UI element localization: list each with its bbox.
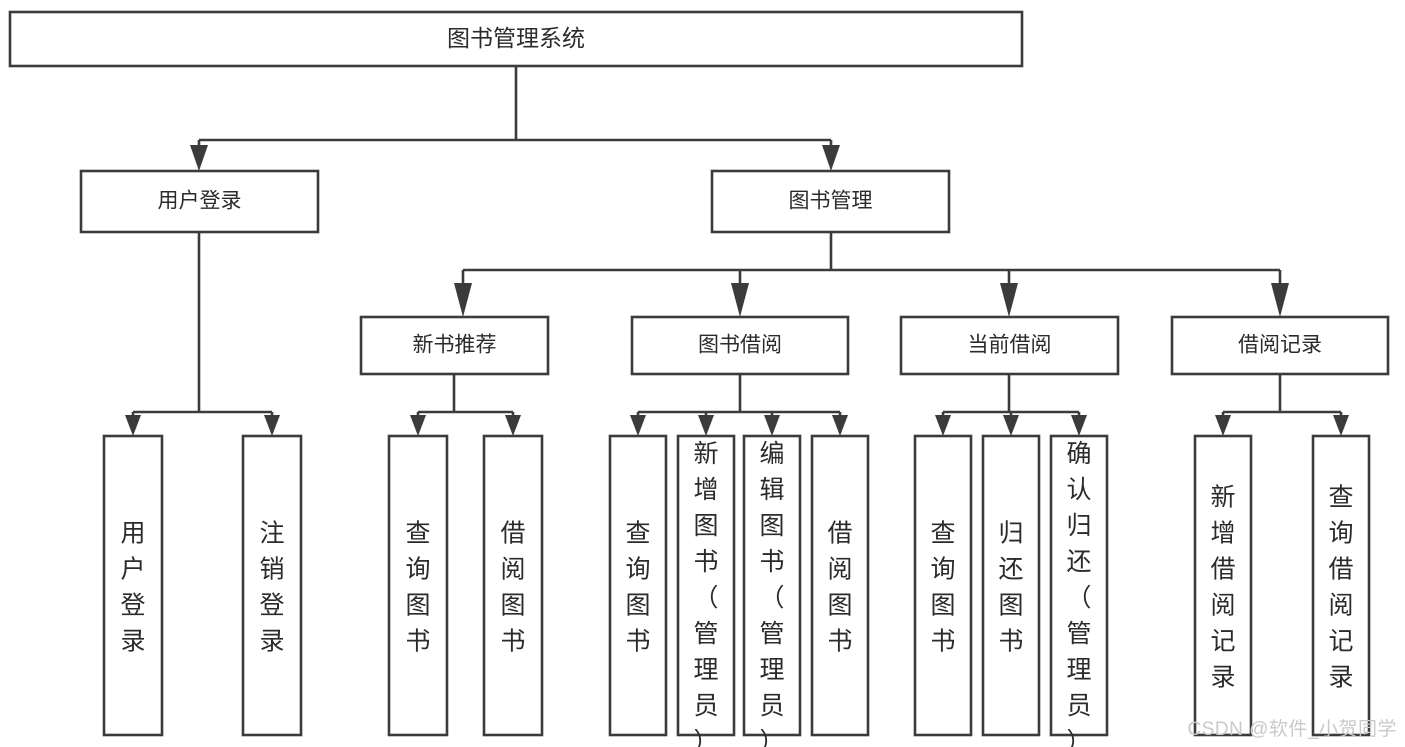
leaf-node-layer: 用户登录 注销登录 查询图书 借阅图书 查询图书 新增图书（管理员） 编辑图书（管理员） 借阅… [102,434,1371,747]
leaf-box[interactable] [913,434,973,737]
leaf-node-leaf-query-book-3[interactable]: 查询图书 [913,434,973,737]
node-book-management[interactable]: 图书管理 [710,169,951,234]
node-current-borrow-box[interactable] [899,315,1120,376]
arrow-head-current-borrow [1000,283,1018,317]
leaf-label: 借阅图书 [827,520,852,656]
node-current-borrow[interactable]: 当前借阅 [899,315,1120,376]
leaf-node-leaf-logout[interactable]: 注销登录 [241,434,303,737]
node-new-book-recommend[interactable]: 新书推荐 [359,315,550,376]
node-user-login-box[interactable] [79,169,320,234]
leaf-box[interactable] [981,434,1041,737]
arrow-head-book-management [822,145,840,171]
leaf-label: 借阅图书 [500,520,525,656]
leaf-box[interactable] [608,434,668,737]
node-current-borrow-label: 当前借阅 [968,334,1052,357]
leaf-box[interactable] [241,434,303,737]
leaf-node-leaf-add-record[interactable]: 新增借阅记录 [1193,434,1253,737]
leaf-node-leaf-query-book-1[interactable]: 查询图书 [387,434,449,737]
node-borrow-record-label: 借阅记录 [1238,334,1322,357]
leaf-label: 编辑图书（管理员） [759,440,784,747]
connector-current-borrow-to-leaves [935,374,1087,436]
leaf-label: 归还图书 [998,520,1023,656]
leaf-node-leaf-return-book[interactable]: 归还图书 [981,434,1041,737]
arrow-head-leaf-add-book [698,415,714,436]
leaf-box[interactable] [387,434,449,737]
node-book-management-label: 图书管理 [789,190,873,213]
leaf-node-leaf-borrow-book-1[interactable]: 借阅图书 [482,434,544,737]
leaf-node-leaf-confirm-return[interactable]: 确认归还（管理员） [1049,434,1109,747]
arrow-head-leaf-query-book-1 [410,415,426,436]
node-book-borrow-box[interactable] [630,315,850,376]
connector-user-login-to-leaves [125,232,280,436]
leaf-label: 查询图书 [930,520,955,656]
node-user-login[interactable]: 用户登录 [79,169,320,234]
node-borrow-record-box[interactable] [1170,315,1390,376]
connector-level2-to-level3 [454,232,1289,317]
node-book-borrow[interactable]: 图书借阅 [630,315,850,376]
leaf-box[interactable] [1049,434,1109,737]
arrow-head-leaf-add-record [1215,415,1231,436]
arrow-head-leaf-query-book-3 [935,415,951,436]
leaf-label: 查询图书 [405,520,430,656]
node-new-book-recommend-label: 新书推荐 [413,334,497,357]
connector-new-book-to-leaves [410,374,521,436]
arrow-head-leaf-borrow-book-1 [505,415,521,436]
arrow-head-book-borrow [731,283,749,317]
arrow-head-leaf-confirm-return [1071,415,1087,436]
connector-root-to-level2 [190,66,840,171]
leaf-box[interactable] [1193,434,1253,737]
leaf-box[interactable] [102,434,164,737]
arrow-head-leaf-borrow-book-2 [832,415,848,436]
leaf-node-leaf-user-login[interactable]: 用户登录 [102,434,164,737]
leaf-label: 确认归还（管理员） [1066,440,1091,747]
node-borrow-record[interactable]: 借阅记录 [1170,315,1390,376]
leaf-node-leaf-edit-book[interactable]: 编辑图书（管理员） [742,434,802,747]
leaf-box[interactable] [742,434,802,737]
connector-borrow-record-to-leaves [1215,374,1349,436]
leaf-label: 注销登录 [259,520,284,656]
leaf-node-leaf-borrow-book-2[interactable]: 借阅图书 [810,434,870,737]
leaf-box[interactable] [676,434,736,737]
leaf-label: 新增借阅记录 [1210,484,1235,692]
node-user-login-label: 用户登录 [158,190,242,213]
arrow-head-leaf-return-book [1003,415,1019,436]
leaf-label: 查询图书 [625,520,650,656]
leaf-box[interactable] [1311,434,1371,737]
arrow-head-leaf-logout [264,415,280,436]
node-new-book-recommend-box[interactable] [359,315,550,376]
arrow-head-user-login [190,145,208,171]
leaf-label: 查询借阅记录 [1328,484,1353,692]
leaf-label: 用户登录 [120,520,145,656]
leaf-box[interactable] [810,434,870,737]
arrow-head-leaf-query-record [1333,415,1349,436]
connector-book-borrow-to-leaves [630,374,848,436]
node-root[interactable]: 图书管理系统 [8,10,1024,68]
node-book-management-box[interactable] [710,169,951,234]
node-root-label: 图书管理系统 [447,25,585,51]
leaf-box[interactable] [482,434,544,737]
leaf-node-leaf-query-book-2[interactable]: 查询图书 [608,434,668,737]
leaf-node-leaf-query-record[interactable]: 查询借阅记录 [1311,434,1371,737]
node-root-box[interactable] [8,10,1024,68]
arrow-head-leaf-query-book-2 [630,415,646,436]
leaf-node-leaf-add-book[interactable]: 新增图书（管理员） [676,434,736,747]
arrow-head-leaf-user-login [125,415,141,436]
arrow-head-leaf-edit-book [764,415,780,436]
leaf-label: 新增图书（管理员） [693,440,718,747]
arrow-head-borrow-record [1271,283,1289,317]
arrow-head-new-book-recommend [454,283,472,317]
node-book-borrow-label: 图书借阅 [698,334,782,357]
